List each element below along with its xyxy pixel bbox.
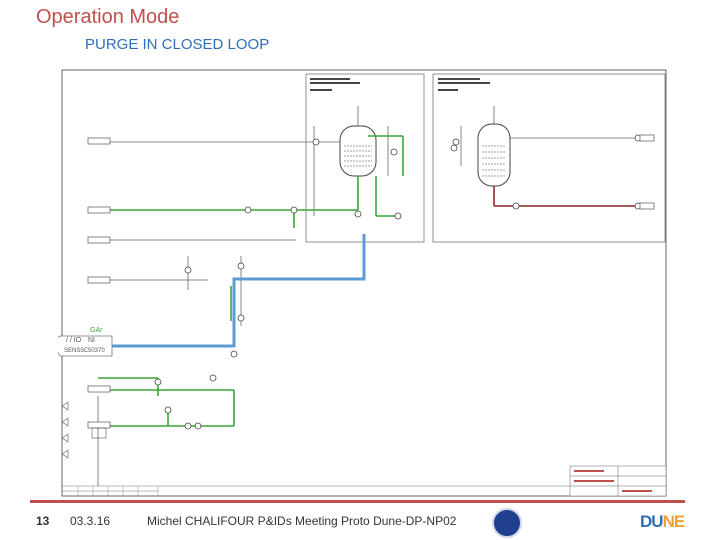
pid-diagram: GAr / / IO NI SENS5C50370 bbox=[58, 69, 667, 497]
purge-loop-line bbox=[108, 234, 366, 348]
recirculation-box bbox=[432, 73, 666, 243]
cryostat-tank-right bbox=[477, 123, 511, 187]
slide-number: 13 bbox=[36, 514, 50, 528]
gas-line bbox=[98, 135, 404, 427]
gas-label: GAr bbox=[90, 327, 103, 334]
slide-subtitle: PURGE IN CLOSED LOOP bbox=[85, 36, 270, 53]
line-tags bbox=[87, 134, 655, 429]
dune-logo: DUNE bbox=[640, 512, 686, 532]
slide-title: Operation Mode bbox=[36, 6, 180, 28]
instrument-symbols bbox=[154, 134, 642, 430]
footer-date: 03.3.16 bbox=[70, 514, 111, 528]
outer-building-box bbox=[305, 73, 425, 243]
dune-logo-part-2: NE bbox=[662, 512, 686, 531]
footer-divider bbox=[30, 500, 685, 503]
legend-symbols bbox=[61, 401, 107, 459]
inlet-label-2: NI bbox=[88, 337, 95, 344]
cern-logo bbox=[492, 508, 522, 538]
drawing-frame bbox=[61, 69, 667, 497]
inlet-label-1: / / IO bbox=[66, 337, 82, 344]
dune-logo-part-1: DU bbox=[640, 512, 664, 531]
return-line bbox=[493, 186, 648, 207]
footer-text: Michel CHALIFOUR P&IDs Meeting Proto Dun… bbox=[147, 514, 457, 528]
cryostat-tank-left bbox=[339, 125, 377, 177]
inlet-callout bbox=[58, 335, 113, 357]
inlet-label-3: SENS5C50370 bbox=[64, 348, 105, 354]
